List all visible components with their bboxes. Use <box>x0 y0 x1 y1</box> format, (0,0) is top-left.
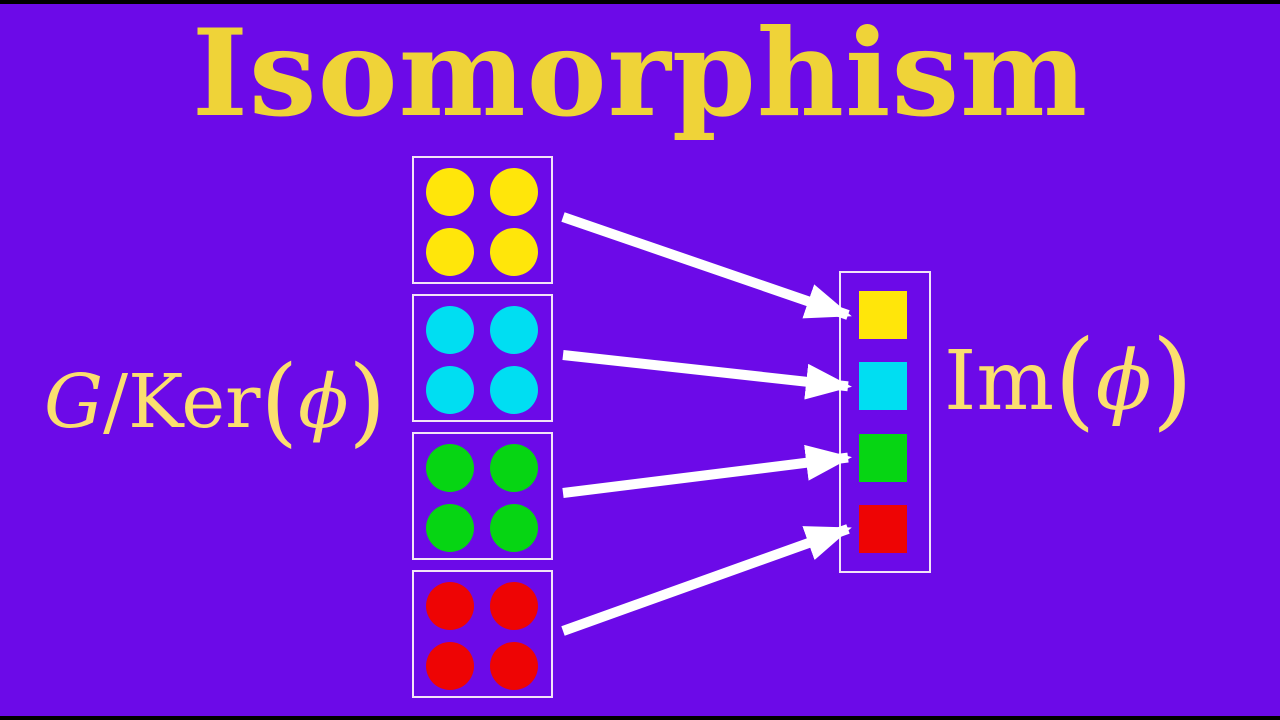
coset-green-dot <box>490 504 538 552</box>
phi-symbol: ϕ <box>1095 334 1152 429</box>
page-title: Isomorphism <box>191 3 1089 144</box>
coset-yellow-dot <box>426 168 474 216</box>
close-paren: ) <box>1151 318 1194 443</box>
mapping-arrow-coset-cyan-to-image-cyan <box>562 350 852 400</box>
coset-red-box <box>412 570 553 698</box>
group-symbol: G <box>44 359 104 445</box>
coset-red-dot <box>426 582 474 630</box>
mapping-arrow-coset-yellow-to-image-yellow <box>561 212 852 320</box>
coset-cyan-box <box>412 294 553 422</box>
coset-cyan-dot <box>490 306 538 354</box>
phi-symbol: ϕ <box>298 359 349 445</box>
image-green-square <box>859 434 907 482</box>
coset-cyan-dot <box>426 306 474 354</box>
coset-green-dot <box>426 444 474 492</box>
quotient-slash: / <box>103 359 129 445</box>
right-set-label: Im(ϕ) <box>944 327 1193 434</box>
coset-yellow-box <box>412 156 553 284</box>
coset-green-box <box>412 432 553 560</box>
bottom-frame-bar <box>0 716 1280 720</box>
close-paren: ) <box>348 344 387 457</box>
image-box <box>839 271 931 573</box>
open-paren: ( <box>1054 318 1096 443</box>
image-text: Im <box>944 334 1055 429</box>
open-paren: ( <box>260 344 299 457</box>
coset-green-dot <box>426 504 474 552</box>
mapping-arrow-coset-green-to-image-green <box>562 444 852 498</box>
image-cyan-square <box>859 362 907 410</box>
coset-cyan-dot <box>490 366 538 414</box>
coset-yellow-dot <box>490 228 538 276</box>
left-set-label: G/Ker(ϕ) <box>44 353 386 449</box>
coset-green-dot <box>490 444 538 492</box>
coset-red-dot <box>490 582 538 630</box>
coset-yellow-dot <box>426 228 474 276</box>
top-frame-bar <box>0 0 1280 4</box>
image-red-square <box>859 505 907 553</box>
image-yellow-square <box>859 291 907 339</box>
coset-cyan-dot <box>426 366 474 414</box>
mapping-arrow-coset-red-to-image-red <box>561 524 852 636</box>
kernel-text: Ker <box>128 359 261 445</box>
coset-yellow-dot <box>490 168 538 216</box>
coset-red-dot <box>490 642 538 690</box>
coset-red-dot <box>426 642 474 690</box>
